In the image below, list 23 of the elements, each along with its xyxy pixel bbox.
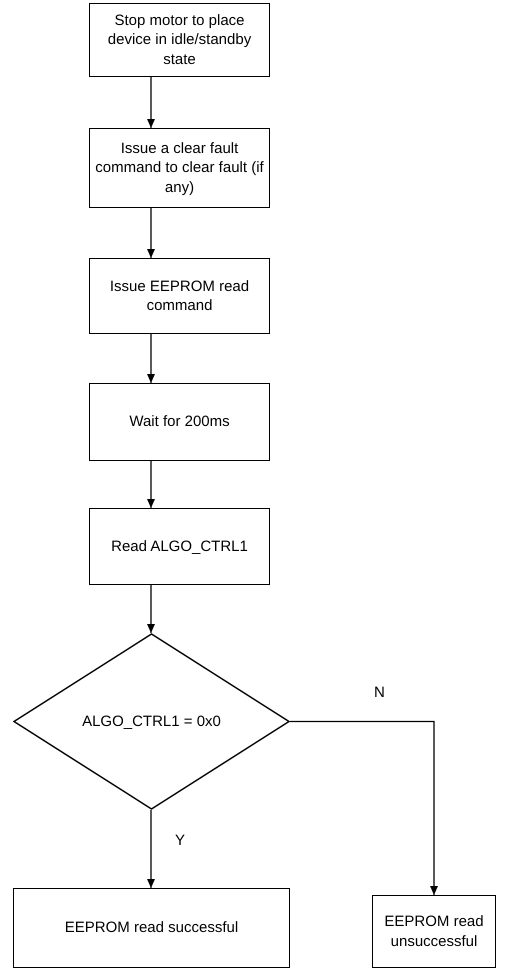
node-text: Read ALGO_CTRL1: [111, 536, 248, 556]
node-text: Issue EEPROM read command: [108, 276, 250, 316]
node-text: Wait for 200ms: [129, 412, 230, 432]
arrow: [147, 810, 155, 888]
process-box: [89, 128, 270, 208]
arrow: [290, 720, 438, 895]
arrow: [147, 334, 155, 383]
node-text: Stop motor to place device in idle/standby state: [106, 10, 252, 70]
process-box: [372, 895, 496, 968]
process-box: [89, 3, 270, 77]
process-box: [89, 508, 270, 585]
decision-diamond: [13, 633, 290, 810]
node-text: EEPROM read successful: [64, 918, 238, 938]
process-box: [13, 888, 290, 968]
arrow: [147, 77, 155, 128]
process-box: [89, 258, 270, 334]
arrow: [147, 585, 155, 633]
node-text: ALGO_CTRL1 = 0x0: [82, 712, 221, 732]
node-text: EEPROM read unsuccessful: [383, 912, 485, 951]
process-box: [89, 383, 270, 461]
arrow: [147, 208, 155, 258]
node-text: Issue a clear fault command to clear fault (if any): [94, 138, 265, 198]
arrow: [147, 461, 155, 508]
